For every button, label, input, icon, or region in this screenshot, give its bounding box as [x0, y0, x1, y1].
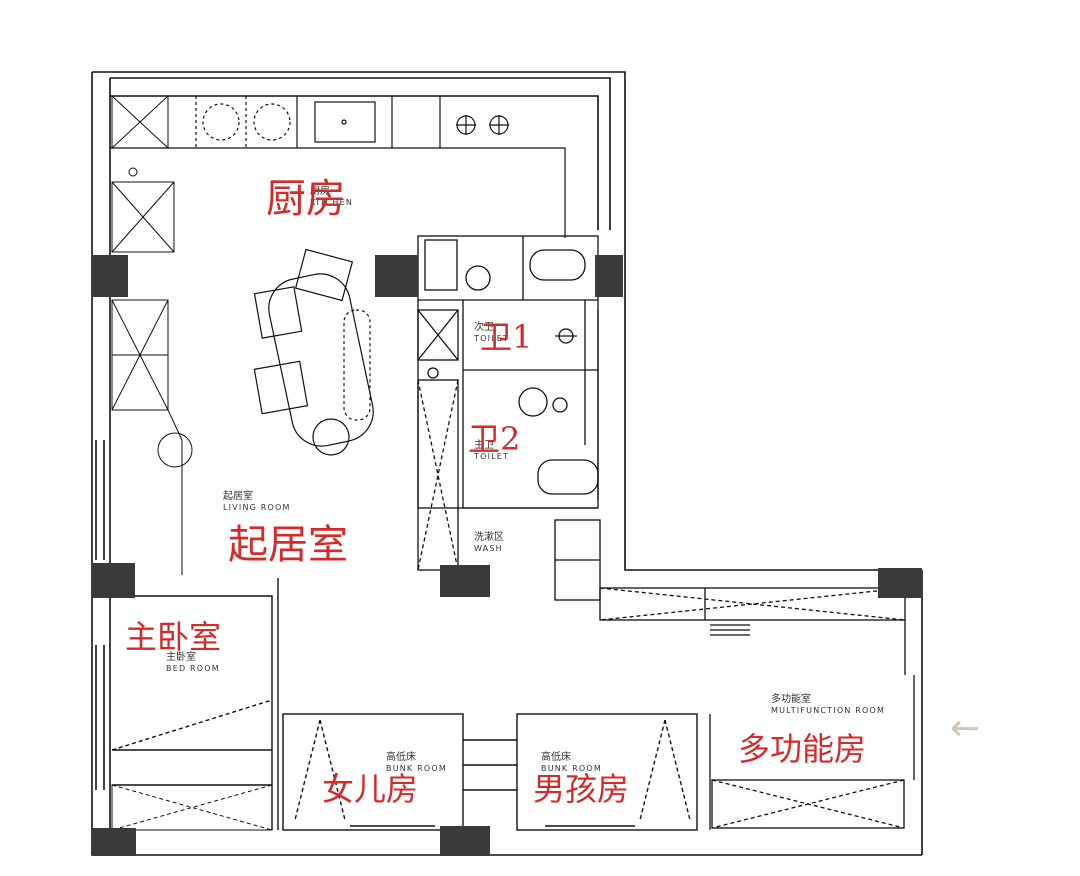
master-annotation: 主卧室	[125, 618, 222, 656]
son-cn: 高低床	[541, 752, 571, 763]
toilet1-label: 次卫 TOILET	[474, 322, 509, 343]
multifunction-room	[599, 587, 915, 830]
exterior-walls	[91, 71, 923, 856]
kitchen-counter	[110, 96, 566, 238]
left-arrow-icon[interactable]: ←	[950, 708, 981, 749]
daughter-en: BUNK ROOM	[386, 763, 447, 773]
toilet1-en: TOILET	[474, 333, 510, 343]
kitchen-en: KITCHEN	[310, 197, 354, 207]
wash-en: WASH	[474, 543, 503, 553]
daughter-cn: 高低床	[386, 752, 416, 763]
multi-annotation: 多功能房	[738, 730, 867, 768]
living-en: LIVING ROOM	[223, 502, 291, 512]
toilet2-label: 主卫 TOILET	[474, 440, 509, 461]
kitchen-annotation: 厨房	[266, 176, 346, 222]
bunk-rooms	[282, 713, 698, 831]
son-label: 高低床 BUNK ROOM	[541, 752, 602, 773]
living-annotation: 起居室	[228, 522, 348, 568]
toilet2-en: TOILET	[474, 451, 510, 461]
multi-label: 多功能室 MULTIFUNCTION ROOM	[771, 694, 885, 715]
multi-en: MULTIFUNCTION ROOM	[771, 705, 886, 715]
wash-label: 洗漱区 WASH	[474, 532, 504, 553]
toilet1-annotation: 卫1	[480, 318, 533, 356]
living-label: 起居室 LIVING ROOM	[223, 491, 291, 512]
toilet1-cn: 次卫	[474, 322, 494, 333]
toilet2-cn: 主卫	[474, 440, 494, 451]
daughter-label: 高低床 BUNK ROOM	[386, 752, 447, 773]
multi-cn: 多功能室	[771, 694, 811, 705]
living-cn: 起居室	[223, 491, 253, 502]
son-annotation: 男孩房	[533, 770, 630, 808]
toilet2-annotation: 卫2	[468, 420, 521, 458]
left-cabinets	[111, 95, 273, 831]
bedroom-walls	[110, 578, 279, 830]
son-en: BUNK ROOM	[541, 763, 602, 773]
daughter-annotation: 女儿房	[322, 770, 419, 808]
master-en: BED ROOM	[166, 663, 220, 673]
bathrooms	[417, 235, 601, 601]
kitchen-label: 厨房 KITCHEN	[310, 186, 353, 207]
master-cn: 主卧室	[166, 652, 196, 663]
wash-cn: 洗漱区	[474, 532, 504, 543]
structural-columns	[92, 255, 922, 856]
master-label: 主卧室 BED ROOM	[166, 652, 220, 673]
living-furniture	[253, 248, 374, 456]
kitchen-cn: 厨房	[310, 186, 330, 197]
